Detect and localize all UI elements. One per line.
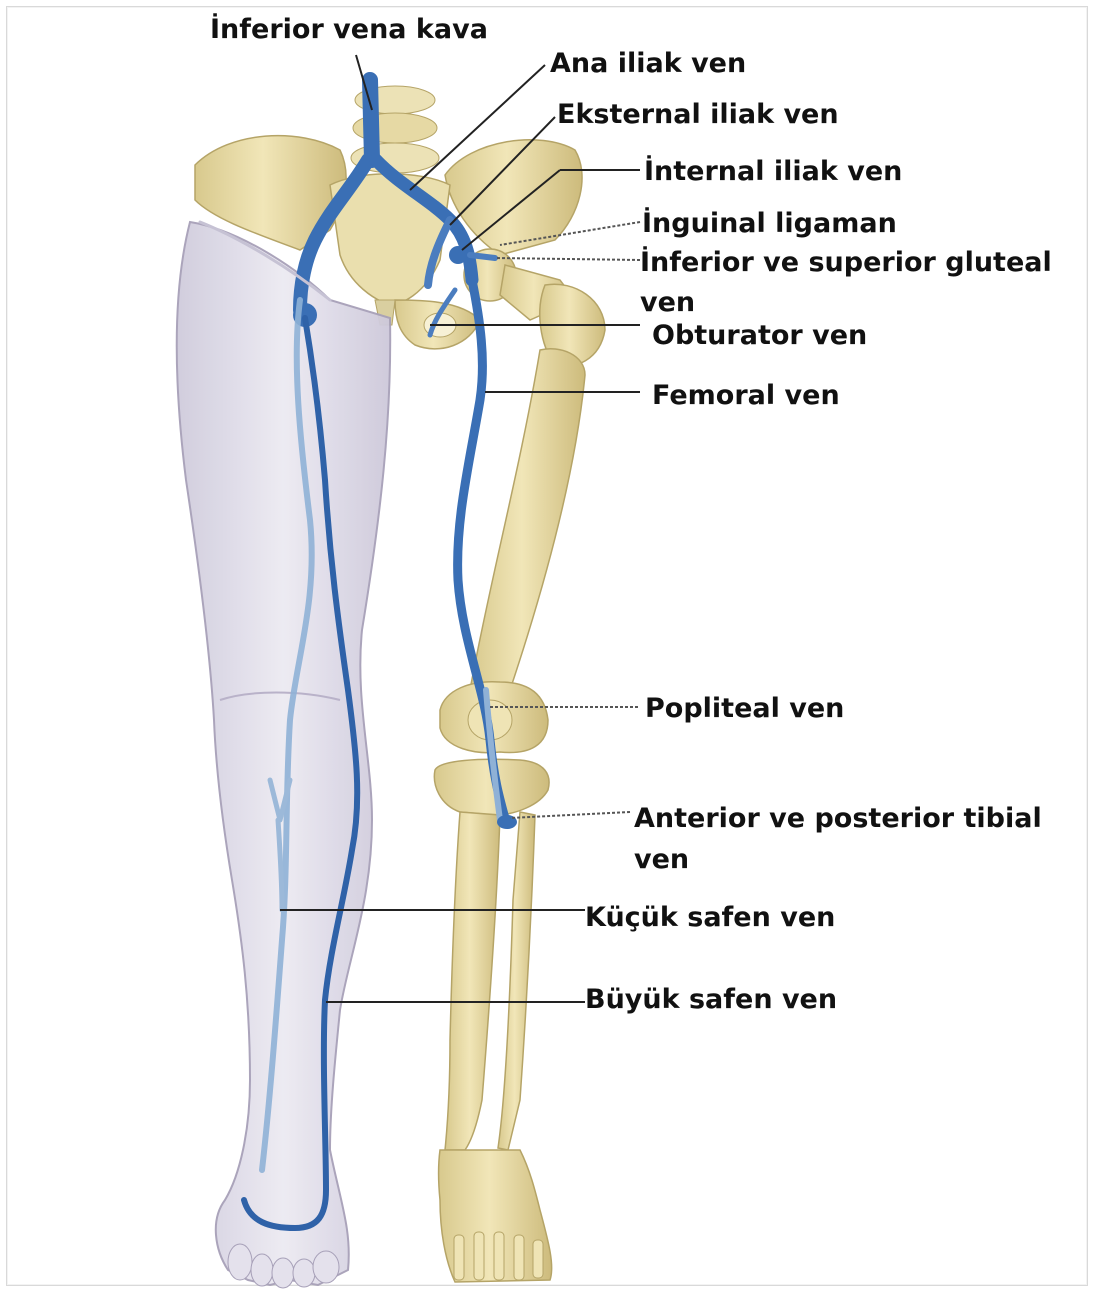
label-buyuk-safen-ven: Büyük safen ven bbox=[585, 984, 837, 1015]
label-internal-iliak-ven: İnternal iliak ven bbox=[644, 155, 902, 187]
label-gluteal-ven-line2: ven bbox=[640, 287, 695, 318]
label-eksternal-iliak-ven: Eksternal iliak ven bbox=[557, 99, 839, 130]
label-inferior-vena-kava: İnferior vena kava bbox=[210, 13, 488, 45]
label-tibial-ven-line1: Anterior ve posterior tibial bbox=[634, 803, 1042, 834]
label-tibial-ven-line2: ven bbox=[634, 844, 689, 875]
label-kucuk-safen-ven: Küçük safen ven bbox=[585, 902, 835, 933]
label-popliteal-ven: Popliteal ven bbox=[645, 693, 844, 724]
label-obturator-ven: Obturator ven bbox=[652, 320, 867, 351]
label-gluteal-ven-line1: İnferior ve superior gluteal bbox=[640, 246, 1052, 278]
label-inguinal-ligaman: İnguinal ligaman bbox=[642, 207, 897, 239]
leader-gluteal-ven bbox=[495, 258, 640, 260]
right-leg-skeleton bbox=[434, 249, 605, 1282]
label-ana-iliak-ven: Ana iliak ven bbox=[550, 48, 746, 79]
label-femoral-ven: Femoral ven bbox=[652, 380, 840, 411]
